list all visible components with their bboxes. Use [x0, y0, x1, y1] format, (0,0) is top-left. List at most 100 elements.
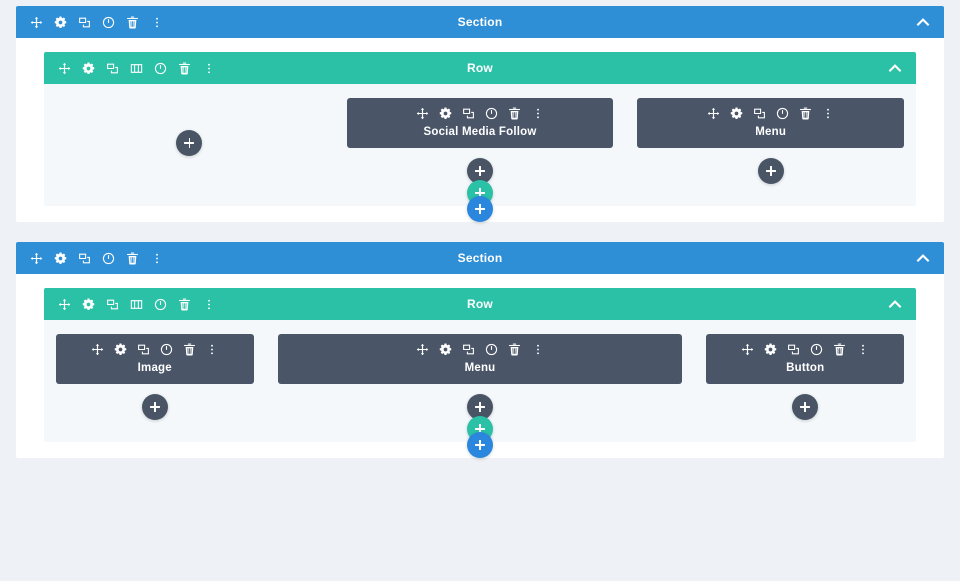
trash-icon[interactable]	[178, 62, 191, 75]
module-button[interactable]: Button	[706, 334, 904, 384]
chevron-up-icon[interactable]	[888, 64, 902, 73]
power-icon[interactable]	[485, 107, 498, 120]
column-1: Image	[44, 334, 266, 420]
plus-icon	[475, 188, 485, 198]
gear-icon[interactable]	[54, 252, 67, 265]
power-icon[interactable]	[485, 343, 498, 356]
module-toolbar	[91, 343, 219, 356]
gear-icon[interactable]	[764, 343, 777, 356]
column-2: Social Media Follow	[335, 98, 626, 184]
trash-icon[interactable]	[126, 16, 139, 29]
section-1-header[interactable]: Section	[16, 6, 944, 38]
duplicate-icon[interactable]	[137, 343, 150, 356]
gear-icon[interactable]	[730, 107, 743, 120]
section-1-row-1-toolbar	[58, 62, 215, 75]
add-section-button[interactable]	[467, 196, 493, 222]
power-icon[interactable]	[102, 252, 115, 265]
section-2-row-1-header[interactable]: Row	[44, 288, 916, 320]
duplicate-icon[interactable]	[78, 16, 91, 29]
trash-icon[interactable]	[508, 107, 521, 120]
section-2-header[interactable]: Section	[16, 242, 944, 274]
duplicate-icon[interactable]	[787, 343, 800, 356]
module-menu[interactable]: Menu	[277, 334, 683, 384]
move-icon[interactable]	[416, 343, 429, 356]
columns-icon[interactable]	[130, 298, 143, 311]
add-module-button[interactable]	[176, 130, 203, 156]
move-icon[interactable]	[58, 298, 71, 311]
vertical-dots-icon[interactable]	[531, 107, 544, 120]
duplicate-icon[interactable]	[106, 62, 119, 75]
module-label: Social Media Follow	[423, 126, 537, 138]
add-module-button[interactable]	[792, 394, 819, 420]
gear-icon[interactable]	[82, 298, 95, 311]
vertical-dots-icon[interactable]	[150, 16, 163, 29]
module-toolbar	[416, 343, 544, 356]
add-module-button[interactable]	[757, 158, 784, 184]
gear-icon[interactable]	[439, 107, 452, 120]
trash-icon[interactable]	[183, 343, 196, 356]
power-icon[interactable]	[102, 16, 115, 29]
power-icon[interactable]	[810, 343, 823, 356]
add-section-button[interactable]	[467, 432, 493, 458]
module-label: Menu	[755, 126, 787, 138]
vertical-dots-icon[interactable]	[822, 107, 835, 120]
trash-icon[interactable]	[126, 252, 139, 265]
module-toolbar	[741, 343, 869, 356]
module-menu[interactable]: Menu	[637, 98, 905, 148]
duplicate-icon[interactable]	[753, 107, 766, 120]
trash-icon[interactable]	[799, 107, 812, 120]
module-social-media-follow[interactable]: Social Media Follow	[346, 98, 614, 148]
move-icon[interactable]	[91, 343, 104, 356]
page-builder-canvas: Section Row	[16, 6, 944, 458]
section-2: Section Row	[16, 242, 944, 458]
plus-icon	[475, 166, 485, 176]
power-icon[interactable]	[160, 343, 173, 356]
vertical-dots-icon[interactable]	[531, 343, 544, 356]
move-icon[interactable]	[707, 107, 720, 120]
vertical-dots-icon[interactable]	[206, 343, 219, 356]
duplicate-icon[interactable]	[78, 252, 91, 265]
column-1-empty-state	[176, 98, 203, 156]
section-1-row-1-header[interactable]: Row	[44, 52, 916, 84]
gear-icon[interactable]	[82, 62, 95, 75]
column-1	[44, 98, 335, 156]
trash-icon[interactable]	[508, 343, 521, 356]
gear-icon[interactable]	[114, 343, 127, 356]
power-icon[interactable]	[154, 298, 167, 311]
module-image[interactable]: Image	[56, 334, 254, 384]
vertical-dots-icon[interactable]	[856, 343, 869, 356]
chevron-up-icon[interactable]	[888, 300, 902, 309]
add-module-button[interactable]	[467, 158, 493, 184]
move-icon[interactable]	[30, 16, 43, 29]
section-1-row-1: Row	[44, 52, 916, 206]
section-2-body: Row	[16, 274, 944, 458]
chevron-up-icon[interactable]	[916, 254, 930, 263]
section-2-row-1-body: Image	[44, 320, 916, 442]
module-label: Menu	[464, 362, 496, 374]
move-icon[interactable]	[741, 343, 754, 356]
power-icon[interactable]	[154, 62, 167, 75]
trash-icon[interactable]	[178, 298, 191, 311]
move-icon[interactable]	[30, 252, 43, 265]
add-module-button[interactable]	[467, 394, 493, 420]
duplicate-icon[interactable]	[462, 343, 475, 356]
columns-icon[interactable]	[130, 62, 143, 75]
vertical-dots-icon[interactable]	[202, 298, 215, 311]
column-3: Menu	[625, 98, 916, 184]
vertical-dots-icon[interactable]	[150, 252, 163, 265]
plus-icon	[475, 402, 485, 412]
section-1-body: Row	[16, 38, 944, 222]
chevron-up-icon[interactable]	[916, 18, 930, 27]
add-module-button[interactable]	[141, 394, 168, 420]
duplicate-icon[interactable]	[106, 298, 119, 311]
move-icon[interactable]	[416, 107, 429, 120]
gear-icon[interactable]	[439, 343, 452, 356]
duplicate-icon[interactable]	[462, 107, 475, 120]
vertical-dots-icon[interactable]	[202, 62, 215, 75]
power-icon[interactable]	[776, 107, 789, 120]
gear-icon[interactable]	[54, 16, 67, 29]
move-icon[interactable]	[58, 62, 71, 75]
plus-icon	[149, 402, 160, 412]
plus-icon	[765, 166, 776, 176]
trash-icon[interactable]	[833, 343, 846, 356]
